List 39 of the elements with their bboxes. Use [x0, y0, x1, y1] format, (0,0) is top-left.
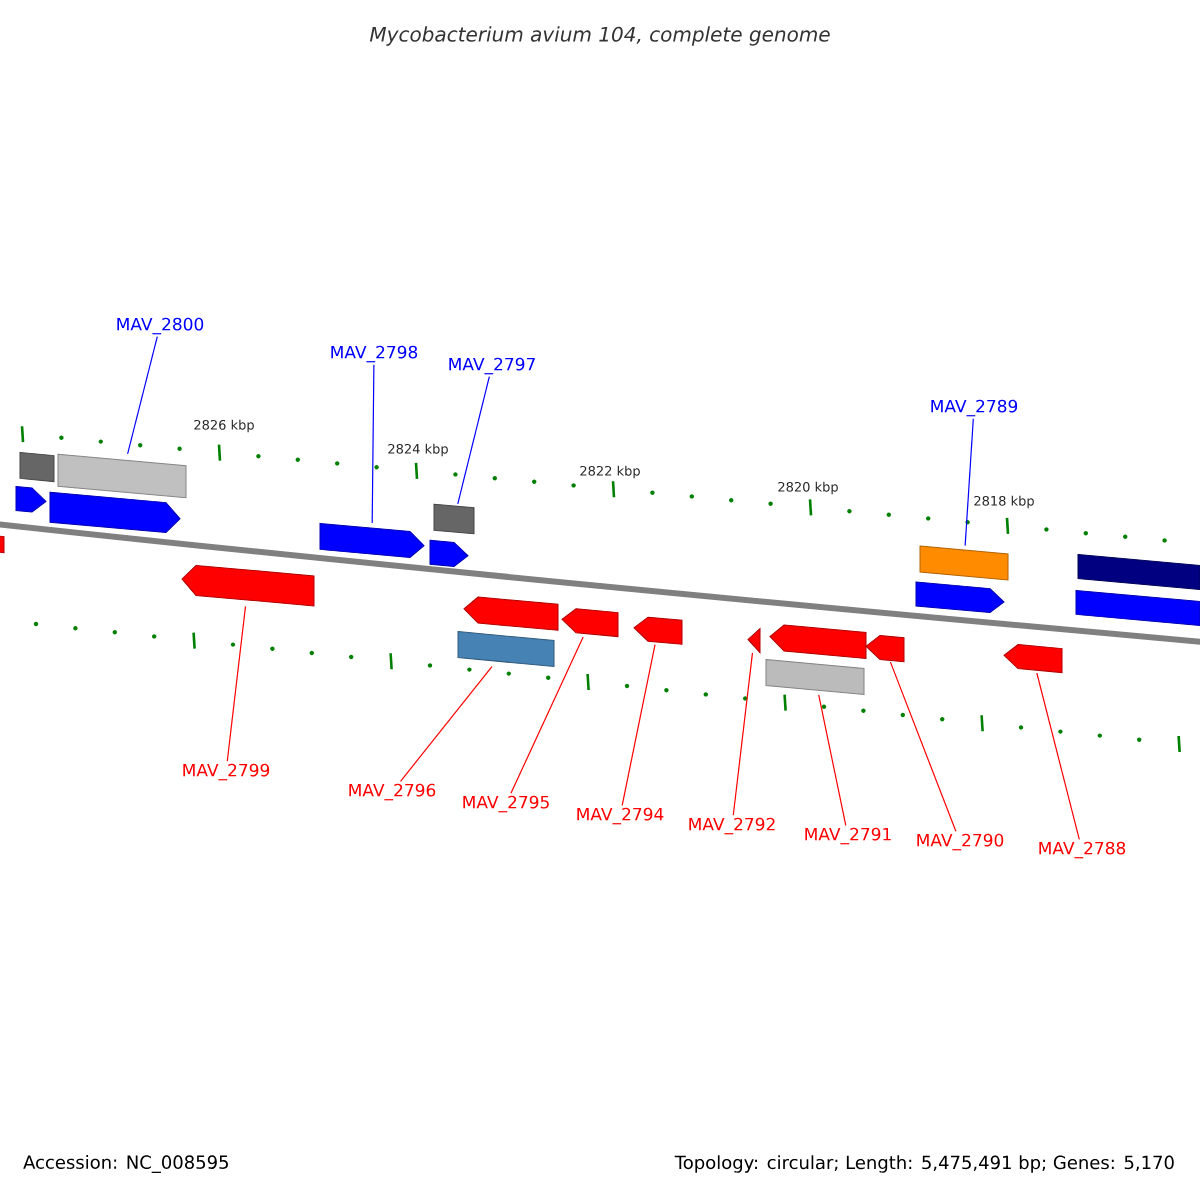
- gene-feature: [181, 564, 315, 607]
- leader-line: [226, 605, 247, 762]
- gene-label: MAV_2796: [349, 783, 436, 801]
- gene-label: MAV_2791: [805, 827, 891, 845]
- leader-line: [127, 336, 158, 455]
- gene-label: MAV_2789: [931, 399, 1018, 417]
- gene-feature: [765, 659, 865, 695]
- gene-feature: [561, 608, 619, 638]
- gene-feature: [865, 635, 905, 663]
- leader-line: [457, 376, 490, 505]
- title: Mycobacterium avium 104, complete genome: [369, 26, 830, 46]
- gene-feature: [457, 631, 555, 667]
- leader-line: [818, 694, 847, 826]
- accession-note: Accession: NC_008595: [23, 1155, 228, 1173]
- gene-feature: [747, 628, 761, 654]
- leader-line: [964, 418, 974, 547]
- leader-line: [510, 636, 584, 794]
- gene-label: MAV_2794: [577, 807, 664, 825]
- gene-label: MAV_2795: [463, 795, 549, 813]
- leader-line: [399, 666, 493, 782]
- gene-feature: [433, 503, 475, 535]
- gene-feature: [57, 453, 187, 499]
- gene-label: MAV_2799: [183, 763, 270, 781]
- gene-label: MAV_2798: [331, 345, 418, 363]
- gene-label: MAV_2792: [689, 817, 775, 835]
- gene-label: MAV_2800: [117, 317, 204, 335]
- gene-feature: [919, 545, 1009, 581]
- leader-line: [889, 661, 957, 832]
- gene-label: MAV_2788: [1039, 841, 1126, 859]
- gene-label: MAV_2797: [449, 357, 535, 375]
- gene-feature: [319, 522, 425, 558]
- leader-line: [371, 364, 375, 524]
- genome-info-note: Topology: circular; Length: 5,475,491 bp; Genes: 5,170: [674, 1155, 1174, 1173]
- leader-line: [621, 644, 656, 806]
- gene-feature: [1003, 644, 1063, 674]
- gene-feature: [633, 616, 683, 645]
- leader-line: [1036, 672, 1080, 840]
- leader-line: [732, 652, 754, 816]
- gene-label: MAV_2790: [917, 833, 1004, 851]
